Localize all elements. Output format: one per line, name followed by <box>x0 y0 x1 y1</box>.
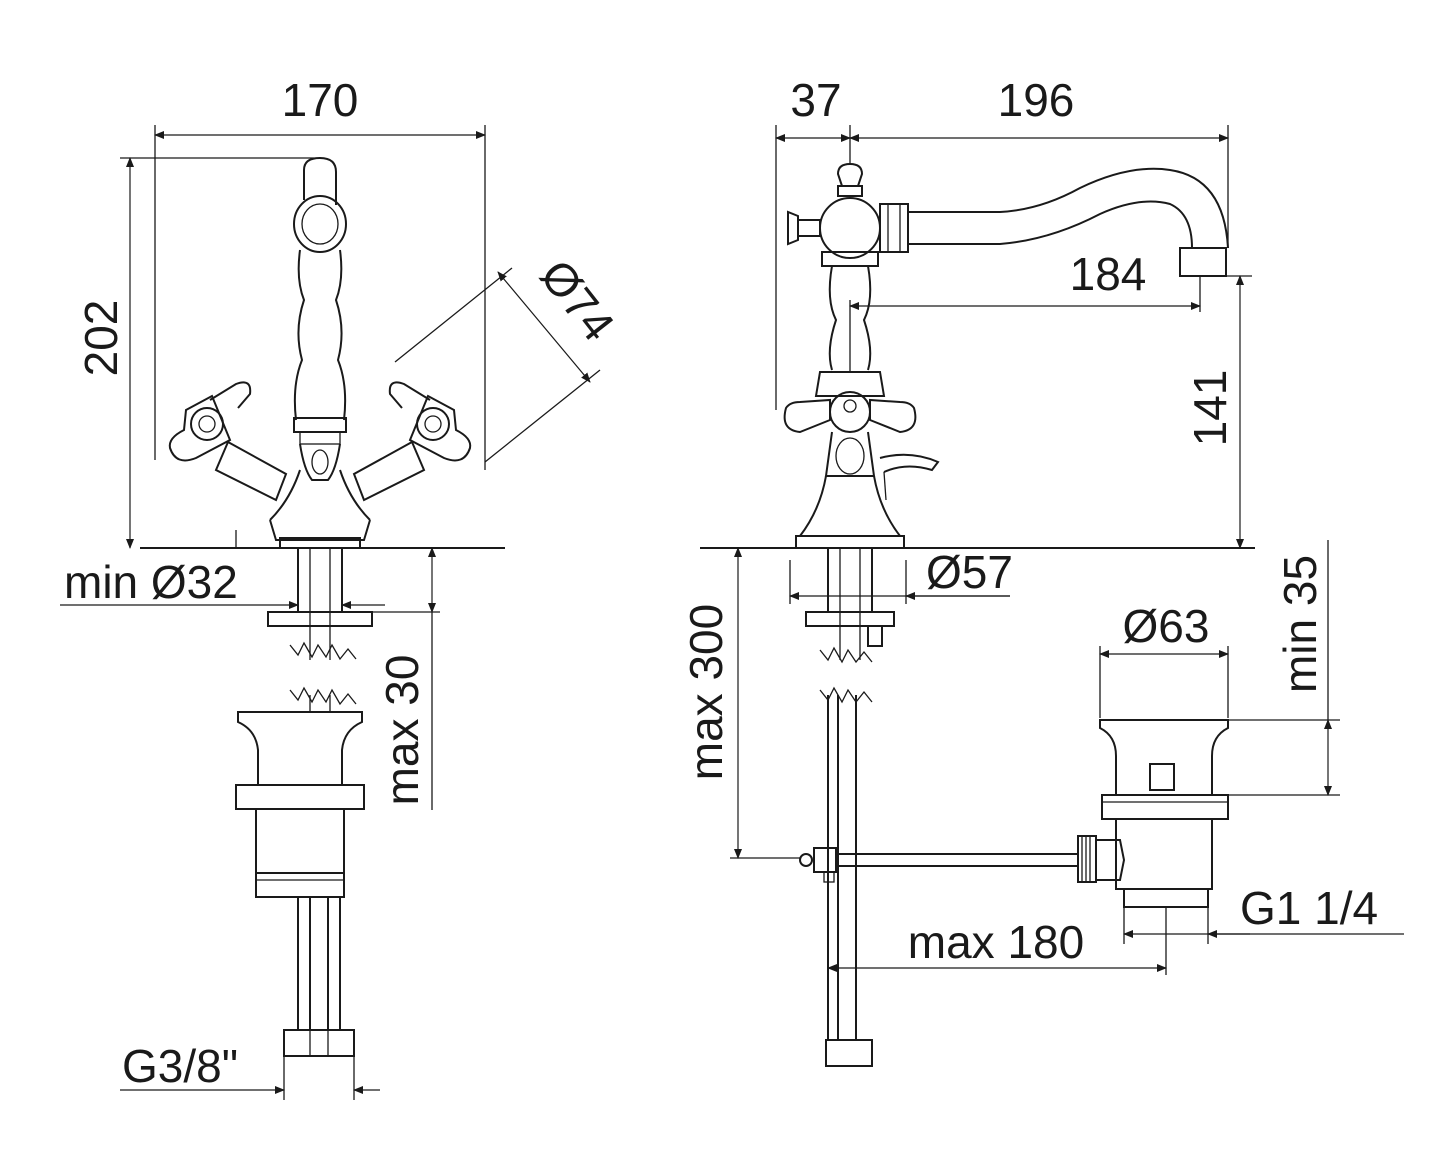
side-spout-length-label: 196 <box>998 74 1075 126</box>
side-max-depth-label: max 300 <box>680 604 732 780</box>
front-handle-reach-label: Ø74 <box>530 250 625 351</box>
side-spout-height-label: 141 <box>1184 370 1236 447</box>
side-waste-min-label: min 35 <box>1274 555 1326 693</box>
front-hole-diameter-label: min Ø32 <box>64 556 238 608</box>
front-width-label: 170 <box>282 74 359 126</box>
front-connection-label: G3/8" <box>122 1040 238 1092</box>
front-under-deck-assembly <box>235 547 373 1057</box>
front-left-handle <box>168 381 288 502</box>
side-handle-offset-label: 37 <box>790 74 841 126</box>
front-view: 170 202 Ø74 min Ø32 max 30 G3/8" <box>60 74 625 1100</box>
front-deck-thickness-label: max 30 <box>376 655 428 806</box>
side-spout-reach-label: 184 <box>1070 248 1147 300</box>
front-dimensions <box>60 125 601 1100</box>
side-view: 37 196 184 141 Ø57 max 300 Ø63 min 35 G1… <box>680 74 1404 1067</box>
side-dimensions <box>730 125 1404 975</box>
side-tap-body <box>783 162 1229 549</box>
side-waste-thread-label: G1 1/4 <box>1240 882 1378 934</box>
side-waste-diameter-label: Ø63 <box>1123 600 1210 652</box>
front-spout-body <box>269 156 371 549</box>
side-rod-length-label: max 180 <box>908 916 1084 968</box>
front-right-handle <box>352 381 472 502</box>
side-base-diameter-label: Ø57 <box>926 546 1013 598</box>
front-height-label: 202 <box>75 300 127 377</box>
